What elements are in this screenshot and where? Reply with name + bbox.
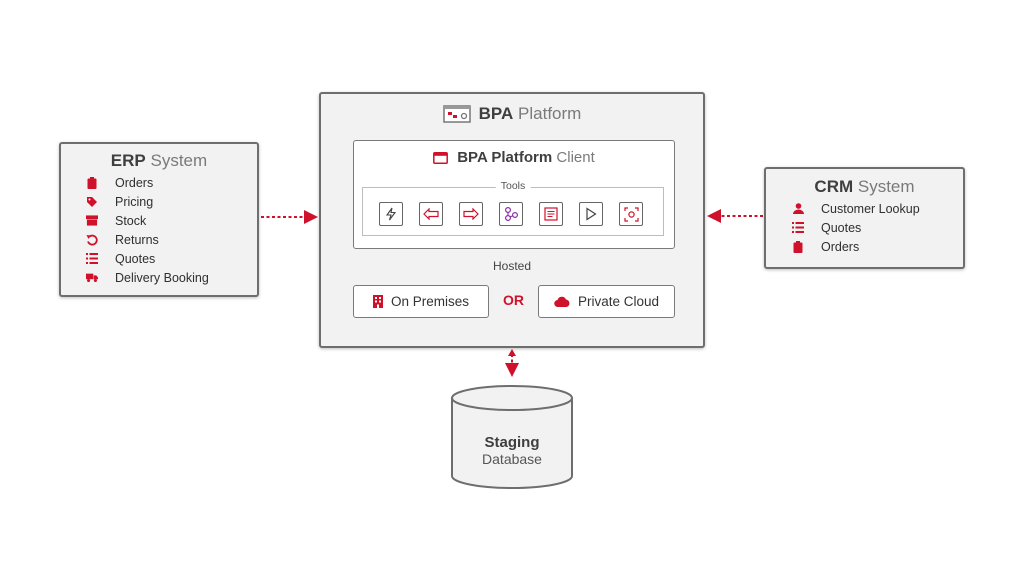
client-title: BPA Platform Client [354, 149, 674, 166]
list-item: Delivery Booking [86, 268, 209, 287]
erp-title: ERP System [110, 151, 208, 170]
list-item: Quotes [792, 218, 920, 237]
play-icon[interactable] [579, 202, 603, 226]
bpa-platform-client-panel: BPA Platform Client Tools [353, 140, 675, 249]
truck-icon [86, 272, 98, 284]
list-icon [792, 222, 804, 234]
lightning-icon[interactable] [379, 202, 403, 226]
clipboard-icon [792, 240, 804, 253]
erp-item-list: Orders Pricing Stock Returns Quotes Deli [86, 173, 209, 287]
tools-group: Tools [362, 180, 664, 236]
tag-icon [86, 196, 98, 208]
document-icon[interactable] [539, 202, 563, 226]
bpa-platform-title: BPA Platform [321, 104, 703, 124]
user-icon [792, 203, 804, 215]
tools-label: Tools [495, 180, 531, 192]
platform-logo-icon [442, 105, 471, 123]
list-item: Returns [86, 230, 209, 249]
arrow-right-icon[interactable] [459, 202, 483, 226]
clipboard-icon [86, 176, 98, 189]
undo-icon [86, 234, 98, 246]
crm-system-box: CRM System Customer Lookup Quotes Orders [764, 167, 965, 269]
cloud-icon [554, 296, 570, 307]
list-item: Customer Lookup [792, 199, 920, 218]
staging-database-label: Staging Database [452, 434, 572, 468]
on-premises-option: On Premises [353, 285, 489, 318]
crm-title: CRM System [814, 177, 915, 196]
or-label: OR [503, 292, 524, 308]
building-icon [372, 295, 383, 308]
database-line2: Database [482, 451, 542, 467]
database-line1: Staging [484, 434, 540, 451]
bpa-platform-box: BPA Platform BPA Platform Client Tools [319, 92, 705, 348]
list-item: Pricing [86, 192, 209, 211]
list-item: Orders [86, 173, 209, 192]
arrow-left-icon[interactable] [419, 202, 443, 226]
window-icon [433, 151, 449, 164]
list-item: Quotes [86, 249, 209, 268]
list-item: Stock [86, 211, 209, 230]
workflow-icon[interactable] [499, 202, 523, 226]
focus-icon[interactable] [619, 202, 643, 226]
private-cloud-option: Private Cloud [538, 285, 675, 318]
hosted-label: Hosted [493, 259, 532, 273]
crm-item-list: Customer Lookup Quotes Orders [792, 199, 920, 256]
list-icon [86, 253, 98, 265]
list-item: Orders [792, 237, 920, 256]
erp-system-box: ERP System Orders Pricing Stock Returns [59, 142, 259, 297]
box-icon [86, 215, 98, 227]
